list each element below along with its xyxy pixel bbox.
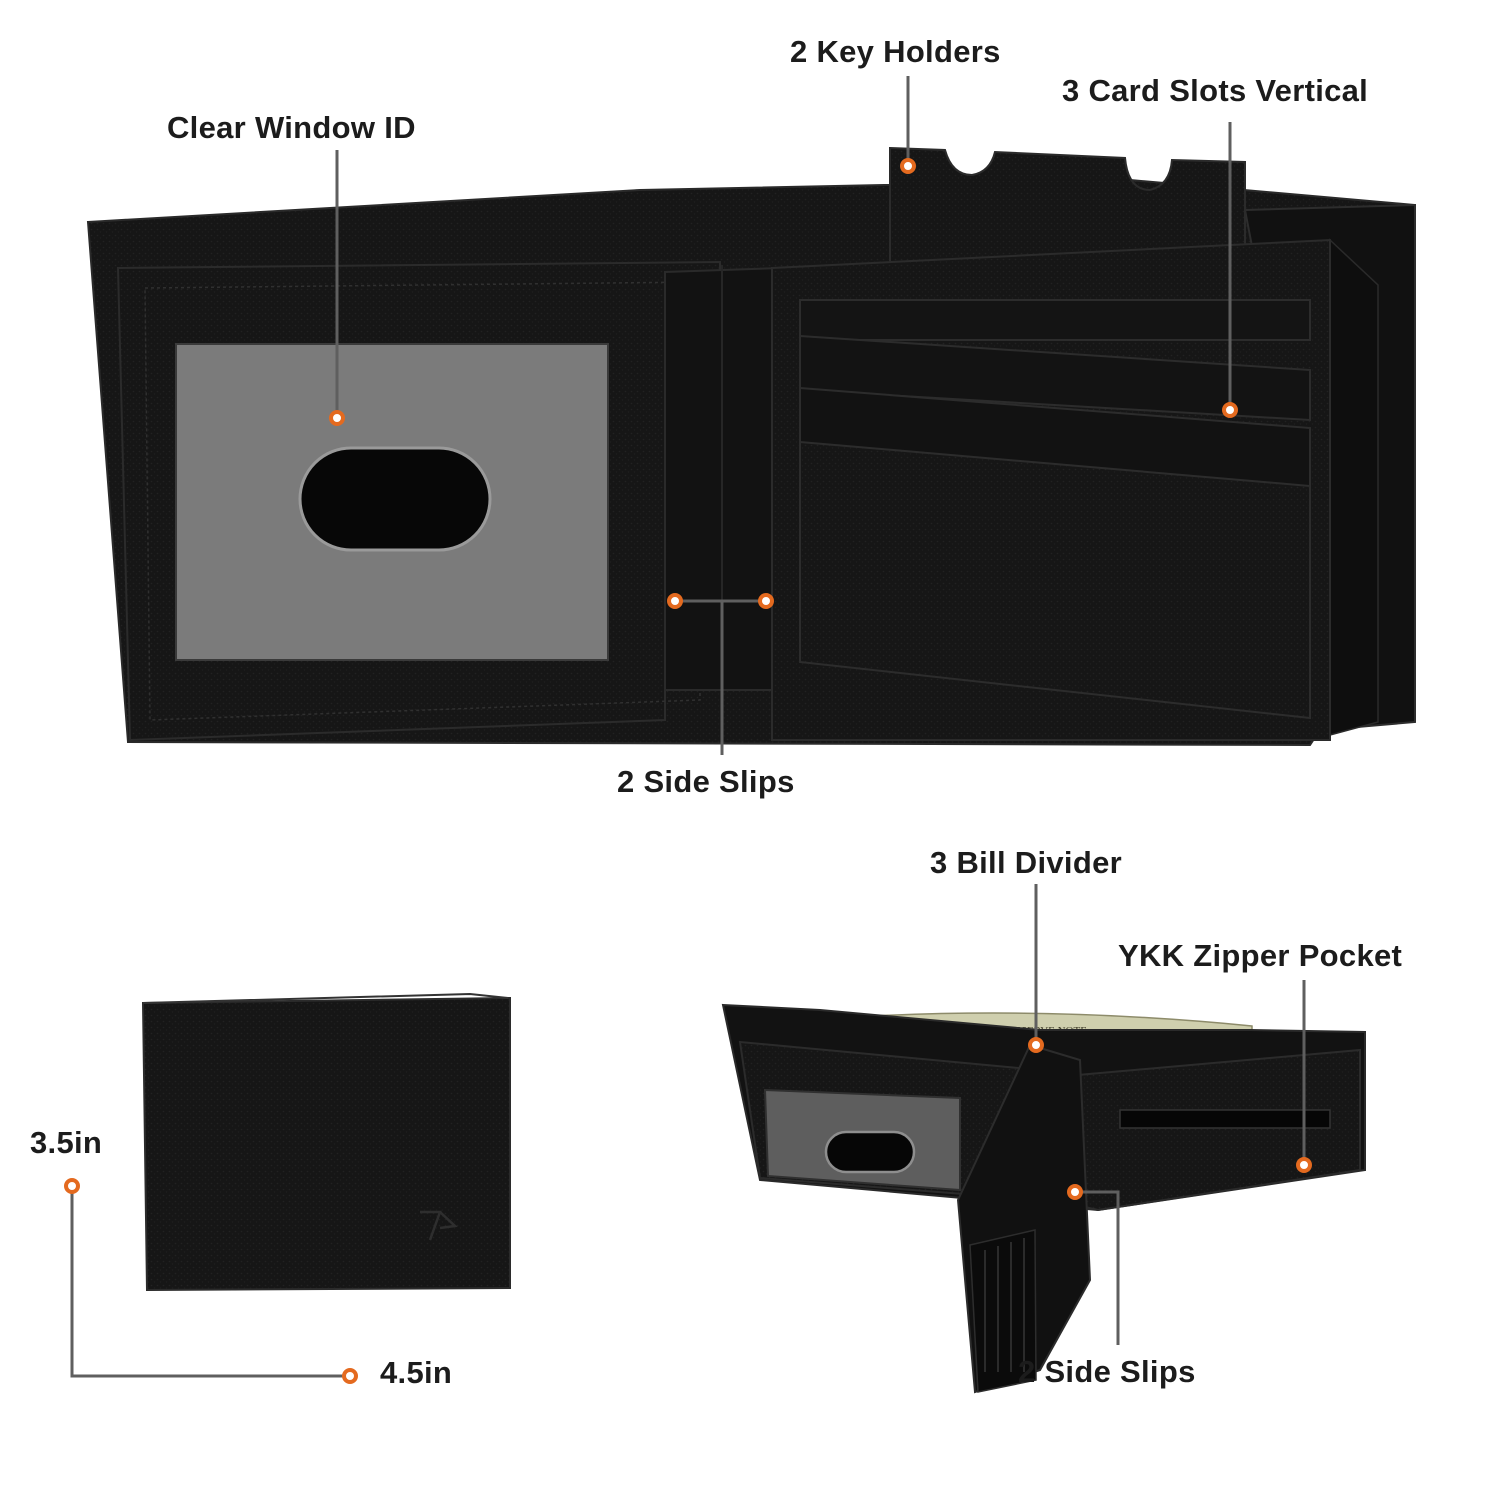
- marker-side-slip-right: [758, 593, 774, 609]
- marker-zipper-pocket: [1296, 1157, 1312, 1173]
- label-height: 3.5in: [30, 1125, 103, 1160]
- label-width: 4.5in: [380, 1355, 453, 1390]
- marker-card-slots: [1222, 402, 1238, 418]
- marker-clear-window: [329, 410, 345, 426]
- label-side-slips-top: 2 Side Slips: [617, 764, 795, 799]
- hotspot-markers: [64, 158, 1312, 1384]
- marker-width: [342, 1368, 358, 1384]
- closed-wallet: [141, 992, 511, 1292]
- marker-key-holders: [900, 158, 916, 174]
- open-wallet-main: [86, 146, 1416, 747]
- label-card-slots: 3 Card Slots Vertical: [1062, 73, 1369, 108]
- label-bill-divider: 3 Bill Divider: [930, 845, 1122, 880]
- label-clear-window: Clear Window ID: [167, 110, 416, 145]
- label-zipper-pocket: YKK Zipper Pocket: [1118, 938, 1403, 973]
- marker-height: [64, 1178, 80, 1194]
- label-side-slips-bottom: 2 Side Slips: [1018, 1354, 1196, 1389]
- leader-lines: [70, 76, 1306, 1378]
- label-key-holders: 2 Key Holders: [790, 34, 1001, 69]
- open-wallet-secondary: FEDERAL RESERVE NOTE: [721, 1003, 1366, 1394]
- marker-bill-divider: [1028, 1037, 1044, 1053]
- marker-side-slips-bottom: [1067, 1184, 1083, 1200]
- marker-side-slip-left: [667, 593, 683, 609]
- brand-logo-icon: [420, 1210, 458, 1241]
